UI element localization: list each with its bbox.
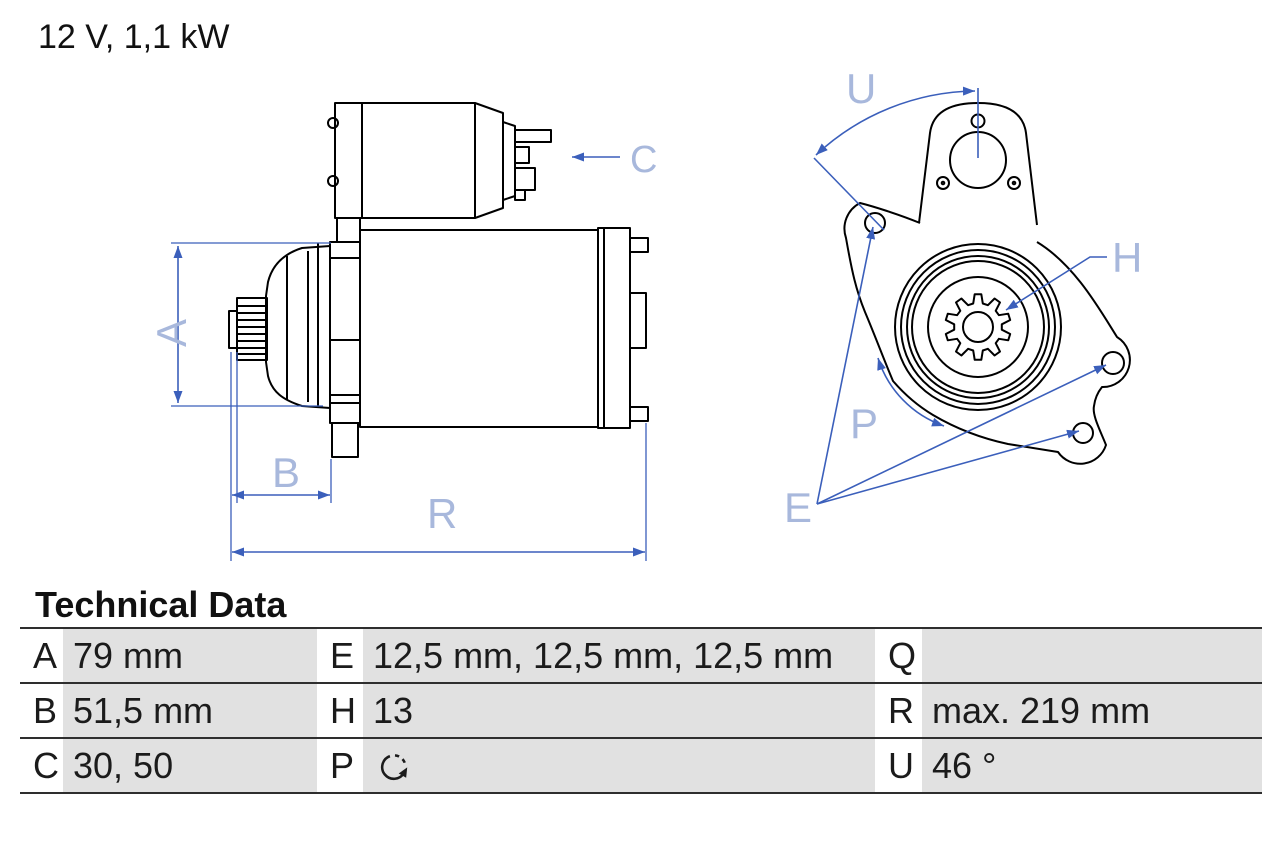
dim-label-h: H [1112, 234, 1142, 281]
front-view: U H P E [784, 65, 1142, 531]
param-value-c: 30, 50 [63, 739, 317, 792]
param-value-e: 12,5 mm, 12,5 mm, 12,5 mm [363, 629, 875, 682]
dimension-b: B [232, 352, 332, 503]
dim-label-c: C [630, 139, 657, 181]
dimension-a: A [148, 242, 331, 407]
table-row: A 79 mm E 12,5 mm, 12,5 mm, 12,5 mm Q [20, 629, 1262, 684]
technical-drawing: A B R C [148, 65, 1142, 561]
param-value-b: 51,5 mm [63, 684, 317, 737]
param-key-r: R [875, 684, 922, 737]
param-key-u: U [875, 739, 922, 792]
dim-label-a: A [148, 319, 195, 347]
dim-label-r: R [427, 490, 457, 537]
param-value-h: 13 [363, 684, 875, 737]
side-view-outline [228, 102, 649, 458]
param-value-p [363, 739, 875, 792]
param-key-c: C [20, 739, 63, 792]
section-title: Technical Data [35, 584, 287, 625]
pointer-e: E [784, 226, 1107, 531]
dimension-p: P [850, 357, 945, 447]
front-view-outline [843, 102, 1131, 465]
technical-data-table: A 79 mm E 12,5 mm, 12,5 mm, 12,5 mm Q B … [20, 627, 1262, 794]
param-key-q: Q [875, 629, 922, 682]
dim-label-b: B [272, 449, 300, 496]
product-title: 12 V, 1,1 kW [38, 18, 230, 56]
param-value-r: max. 219 mm [922, 684, 1262, 737]
table-row: C 30, 50 P U 46 ° [20, 739, 1262, 794]
dim-label-e: E [784, 484, 812, 531]
dim-label-u: U [846, 65, 876, 112]
dimension-u: U [813, 65, 979, 231]
param-key-h: H [317, 684, 363, 737]
param-value-q [922, 629, 1262, 682]
pointer-c: C [572, 139, 657, 181]
side-view: A B R C [148, 102, 657, 561]
dim-label-p: P [850, 400, 878, 447]
table-row: B 51,5 mm H 13 R max. 219 mm [20, 684, 1262, 739]
clockwise-rotation-icon [380, 753, 408, 780]
pointer-h: H [1005, 234, 1142, 311]
param-key-b: B [20, 684, 63, 737]
param-key-p: P [317, 739, 363, 792]
param-value-a: 79 mm [63, 629, 317, 682]
param-key-e: E [317, 629, 363, 682]
dimension-r: R [230, 352, 647, 561]
param-value-u: 46 ° [922, 739, 1262, 792]
pinion-gear [944, 293, 1012, 361]
param-key-a: A [20, 629, 63, 682]
